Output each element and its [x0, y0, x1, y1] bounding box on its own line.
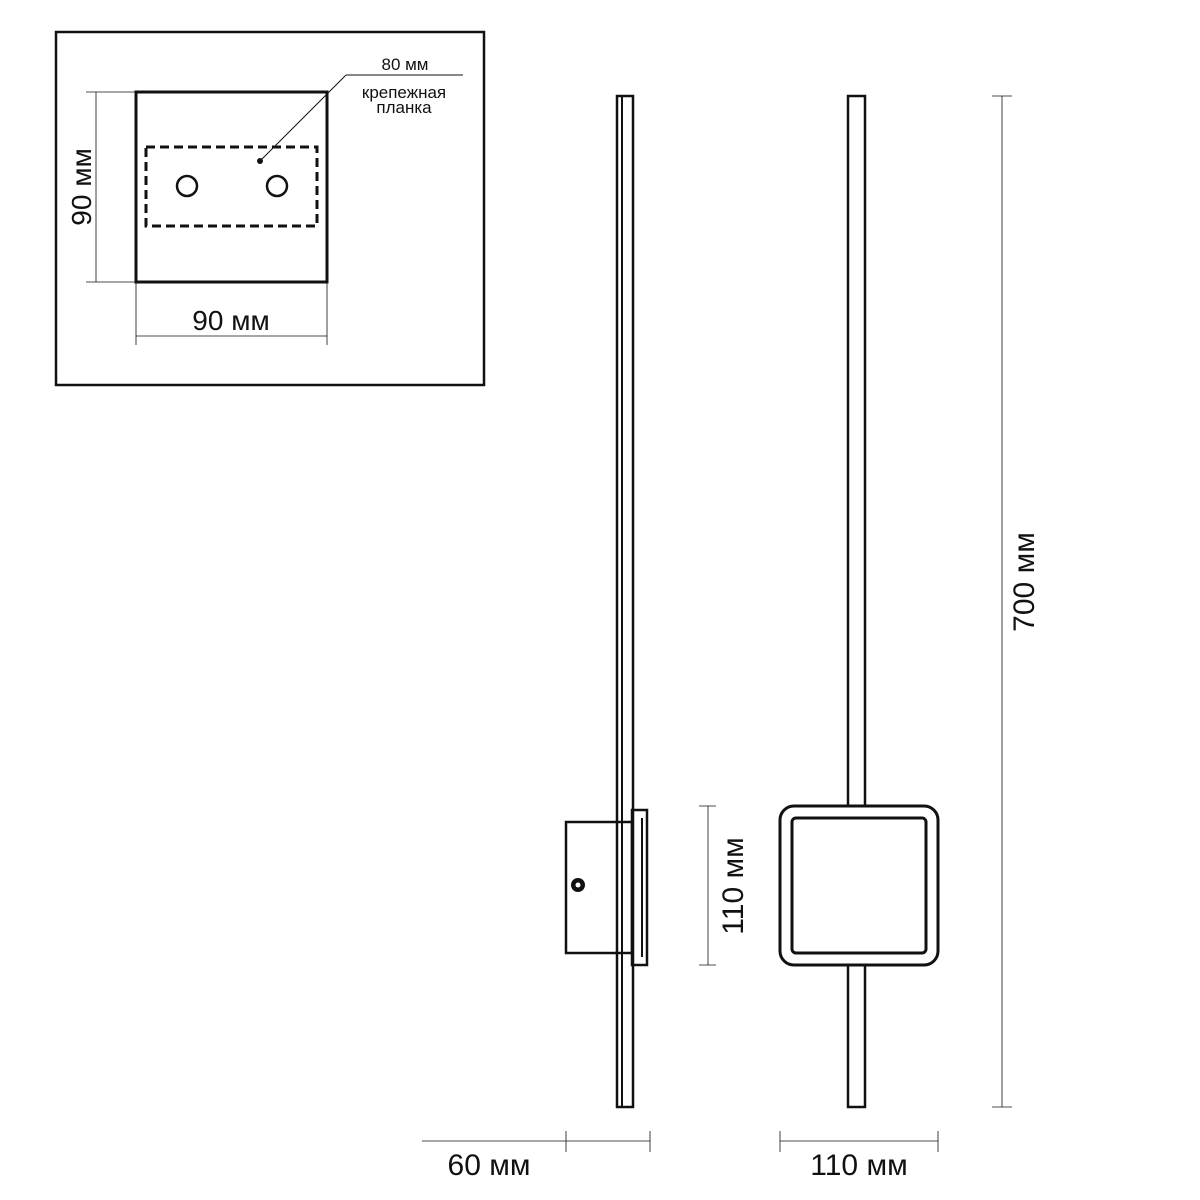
base-plate-outline: [134, 90, 329, 284]
side-depth-label: 60 мм: [448, 1149, 531, 1182]
total-height-label: 700 мм: [1008, 532, 1041, 632]
plate-width-label: 80 мм: [381, 55, 428, 74]
leader-line: [259, 74, 347, 162]
box-height-label: 110 мм: [717, 837, 750, 934]
inset-width-label: 90 мм: [192, 305, 269, 336]
front-width-label: 110 мм: [810, 1149, 907, 1182]
screw-hole-right: [265, 174, 289, 198]
mounting-bracket-outline: [144, 145, 319, 228]
side-mount-flange: [630, 808, 649, 967]
side-set-screw-center: [575, 882, 581, 888]
side-view: 60 мм: [422, 94, 651, 1182]
side-bar-outer: [615, 94, 635, 1109]
plate-name-line2: планка: [376, 98, 432, 117]
inset-height-label: 90 мм: [66, 148, 97, 225]
plate-name-line1: крепежная: [362, 83, 446, 102]
front-square-inner: [790, 816, 928, 955]
mounting-detail-inset: 80 мм крепежная планка 90 мм 90 мм: [54, 30, 486, 387]
screw-hole-left: [175, 174, 199, 198]
inset-frame: [54, 30, 486, 387]
front-view: 110 мм 700 мм 110 мм: [699, 94, 1041, 1182]
